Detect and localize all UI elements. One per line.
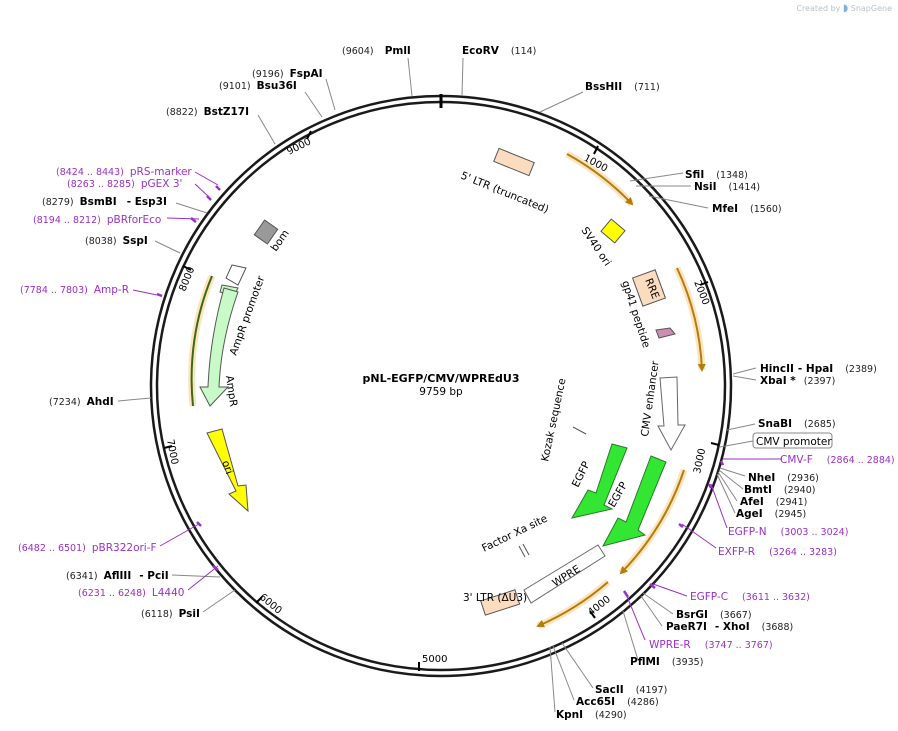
tick-5000: 5000	[422, 654, 447, 665]
primer-exfp-r: EXFP-R(3264 .. 3283)	[718, 546, 837, 558]
ltr5-label: 5' LTR (truncated)	[459, 170, 550, 216]
site-agei: AgeI(2945)	[736, 508, 806, 520]
site-bsrgi: BsrGI(3667)	[676, 609, 752, 621]
primer-marks	[156, 185, 725, 598]
factor-xa-label: Factor Xa site	[480, 513, 549, 555]
feature-cmv-promoter: CMV promoter	[719, 432, 833, 449]
site-leaders	[117, 57, 757, 713]
primer-egfp-c: EGFP-C(3611 .. 3632)	[690, 591, 810, 603]
site-bstz17i: (8822)BstZ17I	[166, 106, 249, 118]
site-bmti: BmtI(2940)	[744, 484, 815, 496]
feature-ori: ori	[206, 428, 249, 513]
site-afliii: (6341)AflIII- PciI	[66, 570, 169, 582]
snapgene-watermark: Created by ◗ SnapGene	[796, 3, 892, 14]
primer-prs-marker: (8424 .. 8443)pRS-marker	[56, 166, 192, 178]
site-nhei: NheI(2936)	[748, 472, 819, 484]
primer-amp-r: (7784 .. 7803)Amp-R	[20, 284, 129, 296]
plasmid-length: 9759 bp	[419, 386, 463, 398]
watermark-brand: SnapGene	[850, 4, 892, 13]
site-pflmi: PflMI(3935)	[630, 656, 703, 668]
site-paer7i: PaeR7I- XhoI(3688)	[666, 621, 793, 633]
site-sacii: SacII(4197)	[595, 684, 667, 696]
feature-ltr5: 5' LTR (truncated)	[459, 147, 550, 216]
site-hincii: HincII- HpaI(2389)	[760, 363, 877, 375]
feature-cmv-enhancer: CMV enhancer	[639, 359, 686, 452]
snapgene-logo-icon: ◗	[842, 3, 849, 14]
tick-7000: 7000	[164, 438, 180, 465]
feature-ampr: AmpR	[199, 287, 239, 408]
primer-leaders	[132, 171, 782, 641]
site-xbai: XbaI *(2397)	[760, 375, 835, 387]
site-snabi: SnaBI(2685)	[758, 418, 836, 430]
site-sfii: SfiI(1348)	[685, 169, 748, 181]
tick-marks	[163, 130, 720, 671]
watermark-prefix: Created by	[796, 4, 841, 13]
primer-pbr322ori-f: (6482 .. 6501)pBR322ori-F	[18, 542, 157, 554]
site-acc65i: Acc65I(4286)	[576, 696, 659, 708]
site-pmli: (9604) PmlI	[342, 39, 411, 58]
ori-label: ori	[219, 459, 235, 476]
tick-8000: 8000	[178, 265, 198, 293]
site-fspai: (9196)FspAI	[252, 68, 323, 80]
ltr3-label: 3' LTR (ΔU3)	[463, 592, 527, 604]
site-sspi: (8038)SspI	[85, 235, 148, 247]
primer-l4440: (6231 .. 6248)L4440	[78, 587, 184, 599]
site-psii: (6118)PsiI	[141, 608, 200, 620]
site-mfei: MfeI(1560)	[712, 203, 782, 215]
feature-factor-xa: Factor Xa site	[480, 513, 550, 558]
cmv-promoter-label: CMV promoter	[756, 436, 832, 448]
site-ecorv: EcoRV(114)	[462, 45, 536, 57]
primer-wpre-r: WPRE-R(3747 .. 3767)	[649, 639, 773, 651]
egfp1-label: EGFP	[570, 460, 593, 490]
orf-arrows	[188, 150, 706, 630]
kozak-marker	[572, 426, 587, 435]
site-afei: AfeI(2941)	[740, 496, 807, 508]
site-bsmbi: (8279)BsmBI- Esp3I	[42, 196, 167, 208]
site-bsu36i: (9101)Bsu36I	[219, 80, 297, 92]
site-kpni: KpnI(4290)	[556, 709, 627, 721]
tick-2000: 2000	[691, 279, 711, 307]
site-nsii: NsiI(1414)	[694, 181, 760, 193]
ampr-label: AmpR	[223, 375, 239, 408]
primers: (8424 .. 8443)pRS-marker (8263 .. 8285)p…	[18, 166, 895, 651]
ampr-promoter-label: AmpR promoter	[228, 274, 268, 357]
primer-egfp-n: EGFP-N(3003 .. 3024)	[728, 526, 848, 538]
feature-bom: bom	[253, 219, 292, 254]
feature-ltr3: 3' LTR (ΔU3)	[463, 589, 527, 616]
feature-sv40-ori: SV40 ori	[579, 218, 626, 268]
primer-pgex3: (8263 .. 8285)pGEX 3'	[67, 178, 182, 190]
primer-cmv-f: CMV-F(2864 .. 2884)	[780, 454, 895, 466]
kozak-label: Kozak sequence	[539, 377, 568, 462]
tick-3000: 3000	[692, 447, 708, 474]
feature-rre: RRE	[631, 269, 667, 307]
site-ahdi: (7234)AhdI	[49, 396, 114, 408]
site-bsshii: BssHII(711)	[585, 81, 660, 93]
primer-pbrforeco: (8194 .. 8212)pBRforEco	[33, 214, 161, 226]
plasmid-name: pNL-EGFP/CMV/WPREdU3	[363, 372, 520, 385]
restriction-sites: (9604) PmlI EcoRV(114) (9196)FspAI (9101…	[42, 39, 877, 721]
